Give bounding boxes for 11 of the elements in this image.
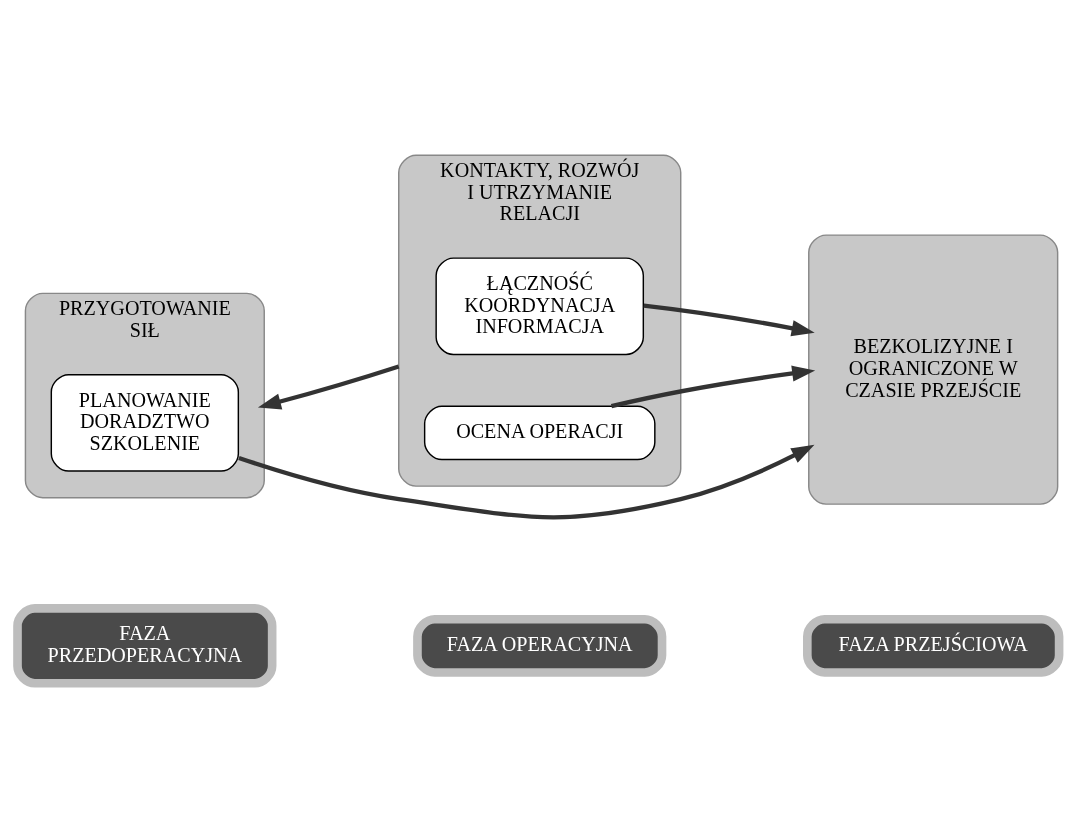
node-box: FAZA OPERACYJNA	[413, 614, 667, 677]
node-box: FAZA PRZEJŚCIOWA	[803, 614, 1064, 677]
arrow	[610, 365, 816, 409]
node-box: BEZKOLIZYJNE I OGRANICZONE W CZASIE PRZEJŚCIE	[808, 234, 1059, 505]
node-box: OCENA OPERACJI	[423, 405, 656, 461]
node-box: PLANOWANIE DORADZTWO SZKOLENIE	[50, 373, 240, 472]
arrow	[238, 444, 815, 520]
arrow	[257, 364, 400, 410]
node-box: FAZA PRZEDOPERACYJNA	[13, 604, 277, 688]
node-box: ŁĄCZNOŚĆ KOORDYNACJA INFORMACJA	[435, 257, 645, 356]
arrow	[643, 303, 815, 337]
